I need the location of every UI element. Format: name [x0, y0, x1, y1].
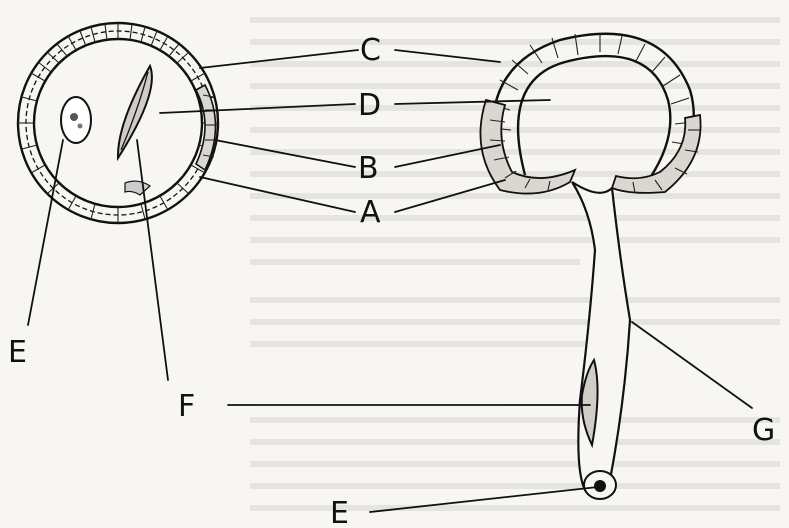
cross-section-left	[18, 23, 219, 223]
label-c: C	[360, 33, 381, 68]
lateral-view-right	[480, 33, 700, 499]
label-e-bottom: E	[330, 496, 349, 528]
leader-d-right	[395, 100, 550, 104]
label-e-left: E	[8, 335, 27, 370]
arch-inner	[518, 56, 670, 185]
leader-g	[632, 322, 752, 408]
label-b: B	[358, 151, 379, 186]
leader-f-left	[137, 140, 168, 380]
label-f: F	[178, 389, 195, 424]
label-a: A	[360, 195, 381, 230]
leader-c-right	[395, 50, 500, 62]
cross-section-inner-wall	[34, 39, 202, 207]
stalk	[572, 182, 630, 493]
label-g: G	[752, 413, 775, 448]
background-print-texture	[250, 20, 780, 508]
label-d: D	[358, 88, 381, 123]
stalk-terminal-dot-e	[594, 480, 606, 492]
cross-section-wall-hatching	[18, 23, 218, 223]
